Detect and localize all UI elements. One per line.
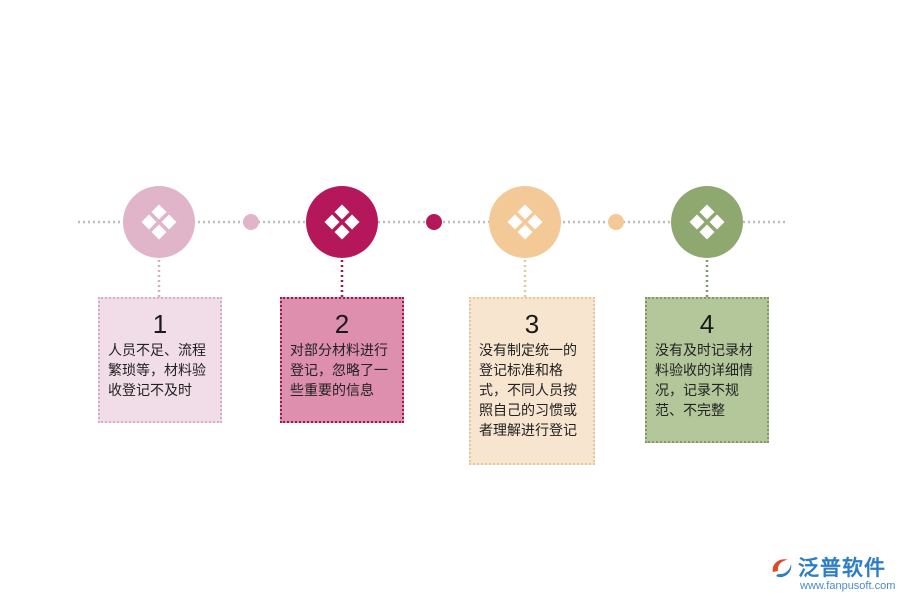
diamond-grid-icon — [141, 204, 177, 240]
connector-dot — [608, 214, 624, 230]
step-circle-4 — [671, 186, 743, 258]
step-number: 3 — [524, 309, 540, 339]
connector-dot — [426, 214, 442, 230]
fanpu-logo-icon — [772, 559, 792, 578]
diamond-grid-icon — [689, 204, 725, 240]
brand-url: www.fanpusoft.com — [800, 580, 896, 592]
connector-dot — [243, 214, 259, 230]
diamond-grid-icon — [324, 204, 360, 240]
step-description: 没有制定统一的登记标准和格式，不同人员按照自己的习惯或者理解进行登记 — [479, 343, 577, 439]
diamond-grid-icon — [507, 204, 543, 240]
connector-dots — [243, 214, 624, 230]
step-description: 没有及时记录材料验收的详细情况，记录不规范、不完整 — [655, 343, 753, 419]
step-circles — [123, 186, 743, 258]
step-circle-1 — [123, 186, 195, 258]
step-stems — [157, 260, 709, 297]
step-card-2: 2 对部分材料进行登记，忽略了一些重要的信息 — [280, 297, 404, 423]
step-number: 4 — [699, 309, 715, 339]
step-circle-3 — [489, 186, 561, 258]
brand-name: 泛普软件 — [798, 556, 886, 580]
step-card-1: 1 人员不足、流程繁琐等，材料验收登记不及时 — [98, 297, 222, 423]
step-description: 人员不足、流程繁琐等，材料验收登记不及时 — [108, 343, 206, 399]
step-circle-2 — [306, 186, 378, 258]
step-number: 1 — [152, 309, 168, 339]
step-card-4: 4 没有及时记录材料验收的详细情况，记录不规范、不完整 — [645, 297, 769, 443]
brand-logo: 泛普软件 www.fanpusoft.com — [768, 552, 896, 596]
step-number: 2 — [334, 309, 350, 339]
step-description: 对部分材料进行登记，忽略了一些重要的信息 — [290, 343, 388, 399]
step-card-3: 3 没有制定统一的登记标准和格式，不同人员按照自己的习惯或者理解进行登记 — [469, 297, 595, 465]
